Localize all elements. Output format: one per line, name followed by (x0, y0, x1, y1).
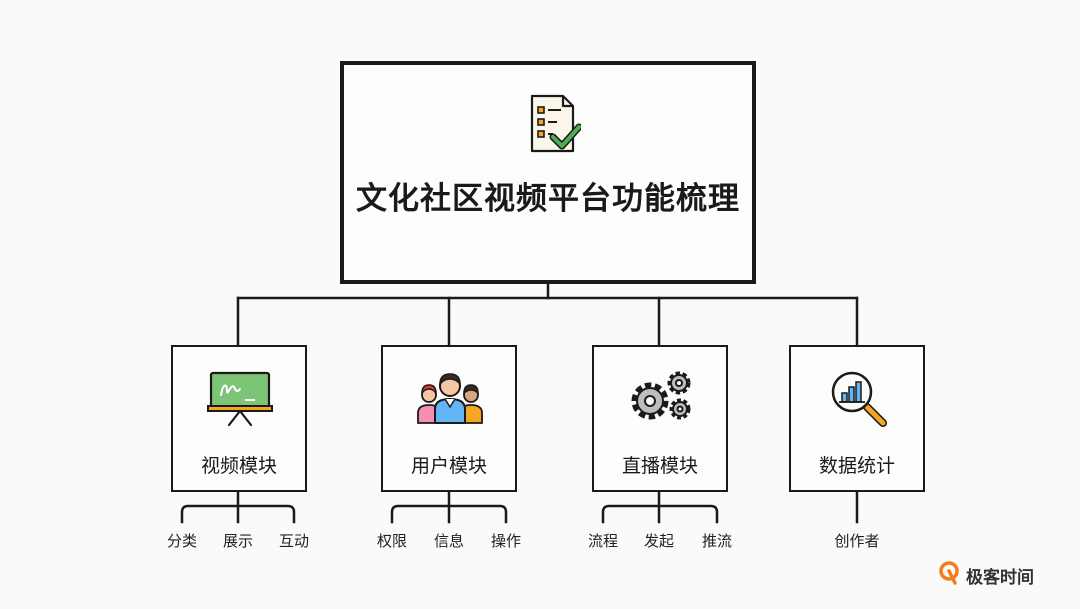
module-label: 视频模块 (200, 455, 277, 477)
brand-name: 极客时间 (966, 567, 1034, 588)
leaf-item: 互动 (278, 532, 309, 550)
leaf-item: 流程 (587, 532, 618, 550)
brand-watermark: 极客时间 (938, 561, 1034, 589)
module-video: 视频模块 (171, 345, 307, 492)
geektime-logo-icon (938, 561, 960, 589)
leaf-bracket-3 (601, 490, 719, 524)
module-label: 用户模块 (410, 455, 487, 477)
leaf-item: 信息 (433, 532, 464, 550)
module-label: 直播模块 (621, 455, 698, 477)
leaf-item: 操作 (490, 532, 521, 550)
chart-magnifier-icon (825, 369, 891, 431)
module-label: 数据统计 (818, 455, 895, 477)
leaf-item: 发起 (643, 532, 674, 550)
leaf-item: 权限 (376, 532, 407, 550)
leaf-bracket-2 (390, 490, 508, 524)
root-node: 文化社区视频平台功能梳理 (340, 61, 756, 284)
leaf-item: 推流 (701, 532, 732, 550)
gears-icon (628, 369, 696, 429)
leaf-item: 展示 (222, 532, 253, 550)
leaf-item: 创作者 (834, 532, 880, 550)
module-users: 用户模块 (381, 345, 517, 492)
checklist-icon (529, 93, 583, 159)
module-data: 数据统计 (789, 345, 925, 492)
leaf-bracket-1 (180, 490, 296, 524)
root-title: 文化社区视频平台功能梳理 (356, 181, 740, 217)
leaf-item: 分类 (166, 532, 197, 550)
chalkboard-icon (207, 369, 273, 431)
module-live: 直播模块 (592, 345, 728, 492)
users-group-icon (417, 369, 483, 429)
